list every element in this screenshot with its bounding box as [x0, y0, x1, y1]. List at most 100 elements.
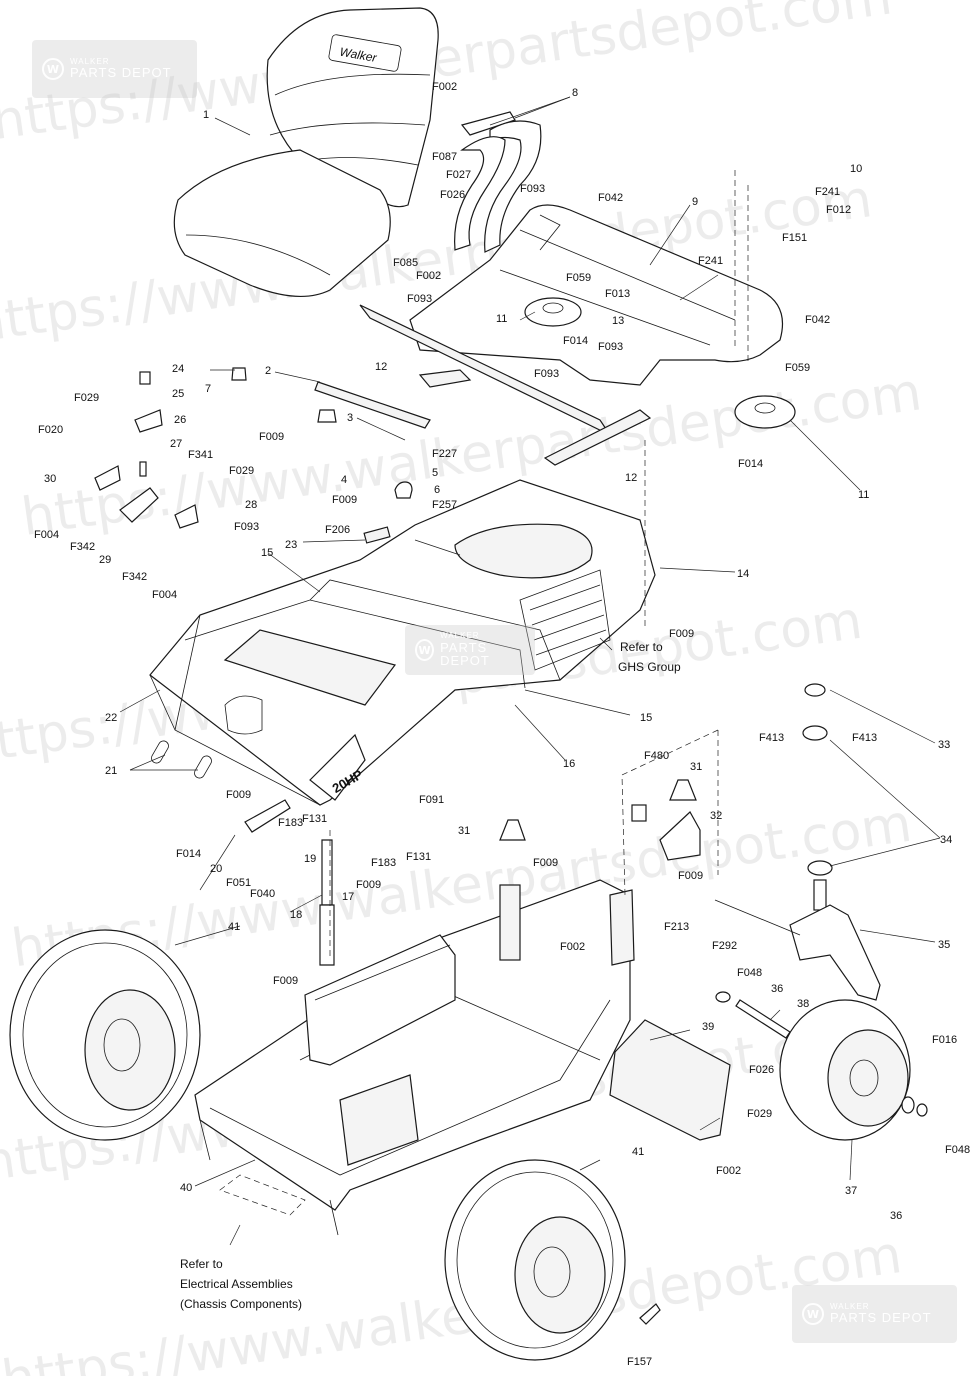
callout: F009	[259, 431, 284, 443]
callout: F131	[302, 813, 327, 825]
svg-text:Refer to: Refer to	[620, 640, 663, 654]
callout: F048	[737, 967, 762, 979]
ghs-note: Refer to GHS Group	[618, 640, 681, 674]
seat-brackets	[454, 111, 542, 253]
watermark-badge-top: W WALKER PARTS DEPOT	[32, 40, 197, 98]
callout: 25	[172, 388, 184, 400]
callout: 36	[771, 983, 783, 995]
callout: 9	[692, 196, 698, 208]
isolators	[231, 367, 431, 544]
seat-brand-text: Walker	[339, 45, 379, 65]
callout: F014	[176, 848, 201, 860]
callout: F413	[759, 732, 784, 744]
callout: F009	[533, 857, 558, 869]
callout: 31	[458, 825, 470, 837]
callout: F002	[416, 270, 441, 282]
callout: F042	[805, 314, 830, 326]
callout: F093	[407, 293, 432, 305]
callout: 41	[228, 921, 240, 933]
callout: 14	[737, 568, 749, 580]
callout: F087	[432, 151, 457, 163]
rear-isolators	[499, 779, 701, 861]
body-shell: 20HP	[149, 479, 656, 806]
callout: 15	[261, 547, 273, 559]
watermark-badge-center: W WALKER PARTS DEPOT	[405, 625, 535, 675]
svg-text:(Chassis Components): (Chassis Components)	[180, 1297, 302, 1311]
callout: 1	[203, 109, 209, 121]
callout: 31	[690, 761, 702, 773]
callout: 6	[434, 484, 440, 496]
callout: F091	[419, 794, 444, 806]
callout: 28	[245, 499, 257, 511]
callout: F093	[534, 368, 559, 380]
control-brackets	[94, 371, 199, 529]
callout: 18	[290, 909, 302, 921]
caster-assembly	[714, 683, 881, 1001]
callout-labels: 1 F002 8 F087 F027 F026 F093 F042 F085 F…	[34, 81, 970, 1368]
callout: F480	[644, 750, 669, 762]
callout: 35	[938, 939, 950, 951]
callout: 21	[105, 765, 117, 777]
badge-brand-top: WALKER	[830, 1301, 870, 1311]
callout: 11	[858, 489, 869, 501]
watermark-badge-bottom: W WALKER PARTS DEPOT	[792, 1285, 957, 1343]
callout: F029	[747, 1108, 772, 1120]
callout: F027	[446, 169, 471, 181]
callout: 12	[375, 361, 387, 373]
callout: F026	[440, 189, 465, 201]
callout: F002	[432, 81, 457, 93]
callout: 10	[850, 163, 862, 175]
upper-frame	[359, 204, 796, 466]
callout: F241	[698, 255, 723, 267]
callout: F048	[945, 1144, 970, 1156]
callout: F093	[234, 521, 259, 533]
callout: F241	[815, 186, 840, 198]
callout: F014	[563, 335, 588, 347]
walker-logo-icon: W	[802, 1303, 824, 1325]
callout: 40	[180, 1182, 192, 1194]
callout: 20	[210, 863, 222, 875]
callout: 3	[347, 412, 353, 424]
callout: F029	[74, 392, 99, 404]
callout: F059	[785, 362, 810, 374]
callout: F093	[598, 341, 623, 353]
callout: 36	[890, 1210, 902, 1222]
callout: F013	[605, 288, 630, 300]
rear-tire-left	[9, 929, 201, 1141]
callout: F151	[782, 232, 807, 244]
callout: F183	[278, 817, 303, 829]
lower-chassis	[194, 879, 635, 1236]
callout: 34	[940, 834, 952, 846]
callout: 22	[105, 712, 117, 724]
pivot-strut	[244, 799, 335, 966]
badge-brand-bottom: PARTS DEPOT	[830, 1310, 932, 1326]
callout: F131	[406, 851, 431, 863]
callout: F059	[566, 272, 591, 284]
callout: 8	[572, 87, 578, 99]
leader-lines	[119, 96, 941, 1246]
callout: F292	[712, 940, 737, 952]
callout: F004	[34, 529, 59, 541]
callout: 41	[632, 1146, 644, 1158]
grip-loops	[151, 740, 212, 779]
badge-brand-top: WALKER	[440, 631, 480, 641]
callout: F009	[678, 870, 703, 882]
callout: F227	[432, 448, 457, 460]
callout: 33	[938, 739, 950, 751]
callout: F009	[226, 789, 251, 801]
callout: 16	[563, 758, 575, 770]
callout: 11	[496, 313, 507, 325]
callout: 39	[702, 1021, 714, 1033]
callout: F020	[38, 424, 63, 436]
callout: 7	[205, 383, 211, 395]
callout: 32	[710, 810, 722, 822]
callout: 2	[265, 365, 271, 377]
callout: 37	[845, 1185, 857, 1197]
callout: 26	[174, 414, 186, 426]
seat: Walker	[173, 7, 439, 297]
callout: 30	[44, 473, 56, 485]
callout: F004	[152, 589, 177, 601]
callout: F002	[560, 941, 585, 953]
badge-brand-top: WALKER	[70, 56, 110, 66]
